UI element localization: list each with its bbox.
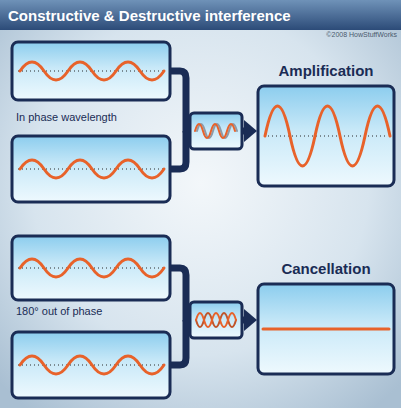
result-box: Cancellation: [258, 284, 394, 374]
result-heading: Cancellation: [258, 260, 394, 277]
phase-label: 180° out of phase: [16, 305, 102, 317]
waves: [20, 62, 390, 374]
wave-boxes: [12, 42, 394, 398]
result-heading: Amplification: [258, 62, 394, 79]
phase-label: In phase wavelength: [16, 111, 117, 123]
copyright-note: ©2008 HowStuffWorks: [326, 31, 397, 38]
result-box: Amplification: [258, 86, 394, 186]
arrow-head: [244, 120, 257, 142]
title-band: [0, 0, 401, 30]
title: Constructive & Destructive interference: [8, 7, 291, 24]
mixed-waves: [195, 124, 237, 327]
arrow-head: [244, 309, 257, 331]
connector-wires: [168, 71, 246, 365]
